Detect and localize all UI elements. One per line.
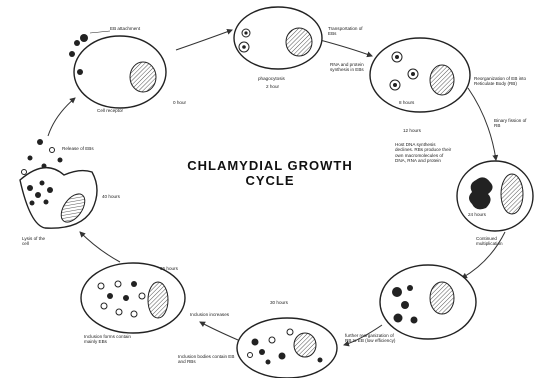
label-eb-attachment: EB attachment xyxy=(110,26,170,31)
label-binary-fission: Binary fission of RB xyxy=(494,118,530,129)
label-time-0: 0 hour xyxy=(173,100,203,105)
label-inclusion-bodies: Inclusion bodies contain EB and RBs xyxy=(178,354,236,365)
cell-inclusion-bodies xyxy=(237,318,337,378)
arrow-40-to-lysis xyxy=(80,232,120,262)
label-rb-synthesis: Host DNA synthesis declines. RBs produce… xyxy=(395,142,453,164)
label-further-reorganization: further reorganization of RB to EB (low … xyxy=(345,333,401,344)
label-lysis-cell: Lysis of the cell xyxy=(22,236,52,247)
label-inclusion-mature: Inclusion forms contain mainly EBs xyxy=(84,334,140,345)
cell-attachment xyxy=(69,31,166,108)
label-time-12: 12 hours xyxy=(403,128,433,133)
label-rna-protein-synthesis: RNA and protein synthesis in EBs xyxy=(330,62,378,73)
diagram-title: CHLAMYDIAL GROWTH CYCLE xyxy=(170,158,370,188)
title-line-1: CHLAMYDIAL GROWTH xyxy=(170,158,370,173)
title-line-2: CYCLE xyxy=(170,173,370,188)
label-phagocytosis: phagocytosis xyxy=(258,76,308,81)
label-time-8: 8 hours xyxy=(399,100,429,105)
label-transport-ebs: Transportation of EBs xyxy=(328,26,372,37)
arrow-2-to-8 xyxy=(320,40,372,56)
cell-inclusion-mature xyxy=(81,263,185,333)
label-release-ebs: Release of EBs xyxy=(62,146,102,151)
arrow-lysis-to-0 xyxy=(48,98,75,136)
label-time-24: 24 hours xyxy=(468,212,498,217)
cell-binary-fission xyxy=(457,161,533,231)
label-cell-receptor: Cell receptor xyxy=(97,108,147,113)
cell-lysis xyxy=(20,139,97,228)
label-time-30: 30 hours xyxy=(270,300,300,305)
label-reorganization: Reorganization of EB into Reticulate Bod… xyxy=(474,76,530,87)
label-time-36: 36 hours xyxy=(160,266,190,271)
cell-multiplication xyxy=(380,265,476,339)
arrow-36-to-40 xyxy=(200,322,238,340)
label-continued-multiplication: Continued multiplication xyxy=(476,236,520,247)
label-time-40: 40 hours xyxy=(102,194,132,199)
cell-phagocytosis xyxy=(234,7,322,69)
arrow-8-to-24 xyxy=(468,88,496,160)
label-time-2: 2 hour xyxy=(266,84,296,89)
label-inclusion-increase: Inclusion increases xyxy=(190,312,230,317)
arrow-0-to-2 xyxy=(176,30,232,50)
